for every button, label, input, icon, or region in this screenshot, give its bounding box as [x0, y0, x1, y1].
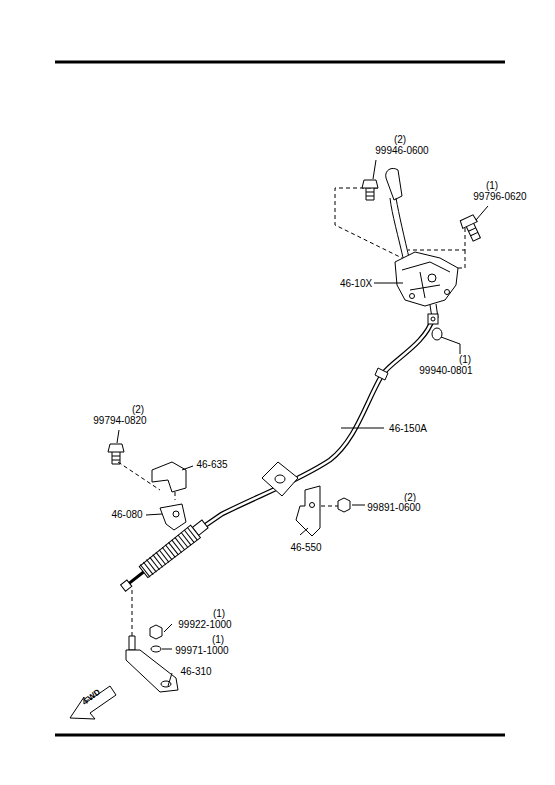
boot-ridge: [184, 530, 194, 543]
nut: [338, 498, 350, 512]
part-number: 99940-0801: [418, 365, 473, 376]
boot-ridge: [143, 562, 153, 575]
quantity-note: (2): [131, 404, 145, 415]
boot-ridge: [153, 555, 163, 568]
cable-boot: [118, 518, 210, 595]
boot-ridge: [169, 542, 179, 555]
shift-lever: [386, 168, 458, 318]
part-number: 99796-0620: [472, 191, 527, 202]
part-number: 99794-0820: [92, 415, 147, 426]
boot-ridge: [181, 532, 191, 545]
part-number: 99971-1000: [174, 645, 229, 656]
bottom-rule: [55, 734, 505, 737]
part-number: 46-150A: [388, 423, 428, 434]
boot-ridge: [156, 552, 166, 565]
boot-ridge: [162, 547, 172, 560]
part-number: 46-310: [179, 666, 212, 677]
quantity-note: (1): [485, 180, 499, 191]
cable-sleeve: [375, 368, 388, 380]
selector-lever: [126, 636, 178, 692]
bolt: [459, 214, 484, 243]
fwd-arrow: [70, 686, 116, 719]
part-number: 46-635: [195, 459, 228, 470]
top-rule: [55, 61, 505, 64]
nut: [150, 625, 162, 639]
cable-end: [428, 314, 438, 324]
quantity-note: (2): [393, 134, 407, 145]
part-number: 99891-0600: [366, 502, 421, 513]
part-number: 99946-0600: [374, 145, 429, 156]
clip: [160, 504, 186, 530]
bracket: [152, 462, 186, 492]
part-number: 46-550: [289, 542, 322, 553]
washer: [151, 646, 161, 652]
quantity-note: (1): [458, 354, 472, 365]
boot-ridge: [150, 557, 160, 570]
part-number: 46-10X: [339, 278, 373, 289]
boot-ridge: [146, 560, 156, 573]
part-number: 99922-1000: [177, 619, 232, 630]
boot-ridge: [140, 564, 150, 577]
boot-ridge: [178, 535, 188, 548]
boot-ridge: [187, 528, 197, 541]
boot-ridge: [175, 537, 185, 550]
quantity-note: (1): [211, 634, 225, 645]
bracket: [296, 486, 320, 536]
part-number: 46-080: [110, 509, 143, 520]
bolt: [108, 444, 124, 464]
bolt: [362, 180, 378, 200]
grommet: [262, 462, 298, 496]
boot-ridge: [165, 545, 175, 558]
washer: [432, 328, 442, 340]
boot-ridge: [159, 550, 169, 563]
boot-ridge: [172, 540, 182, 553]
quantity-note: (1): [212, 608, 226, 619]
leader-line: [117, 160, 488, 686]
assembly-lines: [118, 188, 465, 636]
